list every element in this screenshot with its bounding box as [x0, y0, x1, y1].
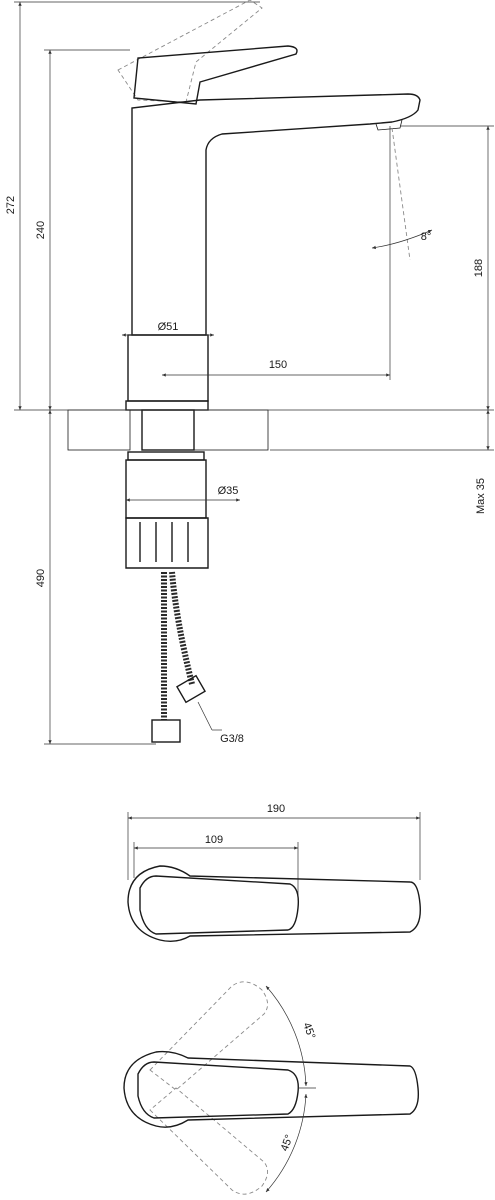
countertop-left [67, 409, 131, 451]
rotation-lever-outline [137, 1061, 299, 1119]
dim-hose-thread: G3/8 [220, 733, 244, 745]
dim-spout-reach: 150 [269, 359, 287, 371]
hose-fitting-main [151, 719, 181, 743]
dim-overall-height: 272 [5, 196, 17, 214]
top-lever-outline [139, 875, 300, 935]
dim-hose-length: 490 [35, 569, 47, 587]
dim-max-counter-thickness: Max 35 [475, 478, 487, 514]
dim-shank-diameter: Ø35 [218, 485, 239, 497]
dim-rotation-lower: 45° [279, 1133, 296, 1153]
countertop-right [193, 409, 269, 451]
tap-body [131, 93, 421, 336]
dim-spout-angle: 8° [421, 231, 432, 243]
side-dimensions [14, 1, 494, 745]
top-view [127, 812, 421, 943]
raised-lever-outline [117, 0, 263, 103]
flow-axis [391, 127, 411, 261]
lever-rotated-down [149, 1087, 268, 1195]
side-view [67, 0, 421, 743]
dim-body-height: 240 [35, 221, 47, 239]
washer [127, 451, 205, 461]
dim-body-diameter: Ø51 [158, 321, 179, 333]
rotation-body-outline [123, 1050, 420, 1128]
shank [141, 409, 195, 451]
fixing-sleeve [125, 459, 207, 519]
aerator [375, 119, 403, 131]
body-base [127, 334, 209, 402]
lever-rotated-up [149, 981, 268, 1091]
fixing-nut [125, 517, 209, 569]
dim-spout-height: 188 [473, 259, 485, 277]
hose-fitting-secondary [176, 674, 206, 704]
hose-secondary [169, 571, 195, 685]
rotation-view [123, 981, 420, 1195]
dim-rotation-upper: 45° [300, 1021, 317, 1041]
dim-top-length: 190 [267, 803, 285, 815]
dim-handle-length: 109 [205, 834, 223, 846]
top-body-outline [127, 865, 421, 943]
base-ring [125, 400, 209, 411]
lever [133, 45, 298, 105]
